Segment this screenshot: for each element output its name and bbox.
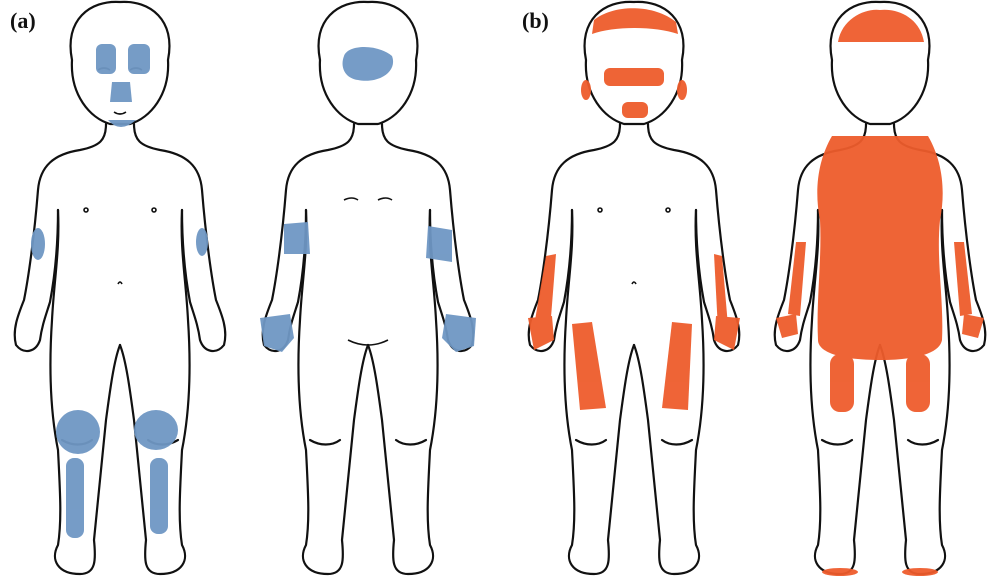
panel-b-front-highlights (528, 8, 740, 410)
region-hand-back-left (260, 314, 294, 352)
region-crown (838, 10, 924, 42)
region-heel-left (822, 568, 858, 576)
region-cheek-left (96, 44, 116, 74)
region-around-mouth (622, 102, 648, 118)
region-back-hand-left (776, 314, 798, 338)
region-shin-left (66, 458, 84, 538)
region-thigh-right (662, 322, 692, 410)
region-elbow-back-left (284, 222, 310, 254)
region-scalp (343, 47, 394, 81)
region-back-and-buttocks (817, 136, 942, 360)
panel-b (528, 2, 985, 576)
panel-a-back-highlights (260, 47, 476, 352)
region-knee-right (134, 410, 178, 450)
panel-a-back-view (260, 2, 476, 574)
region-back-thigh-right (906, 354, 930, 412)
region-ear-right (677, 80, 687, 100)
panel-b-back-highlights (776, 10, 984, 576)
region-cheek-right (128, 44, 150, 74)
region-hand-right (714, 316, 740, 350)
region-hairline (592, 8, 678, 34)
panel-b-back-view (775, 2, 986, 576)
region-hand-back-right (442, 314, 476, 352)
region-knee-left (56, 410, 100, 454)
region-elbow-back-right (426, 226, 452, 262)
region-around-eyes (604, 68, 664, 86)
region-nose (110, 82, 132, 102)
region-shin-right (150, 458, 168, 534)
panel-a-front-view (15, 2, 226, 574)
region-back-thigh-left (830, 354, 854, 412)
region-elbow-left (31, 228, 45, 260)
region-thigh-left (572, 322, 606, 410)
region-heel-right (902, 568, 938, 576)
region-ear-left (581, 80, 591, 100)
panel-b-front-view (528, 2, 740, 574)
region-back-hand-right (962, 314, 984, 338)
region-hand-left (528, 316, 554, 350)
region-elbow-right (196, 228, 208, 256)
panel-a (15, 2, 476, 574)
